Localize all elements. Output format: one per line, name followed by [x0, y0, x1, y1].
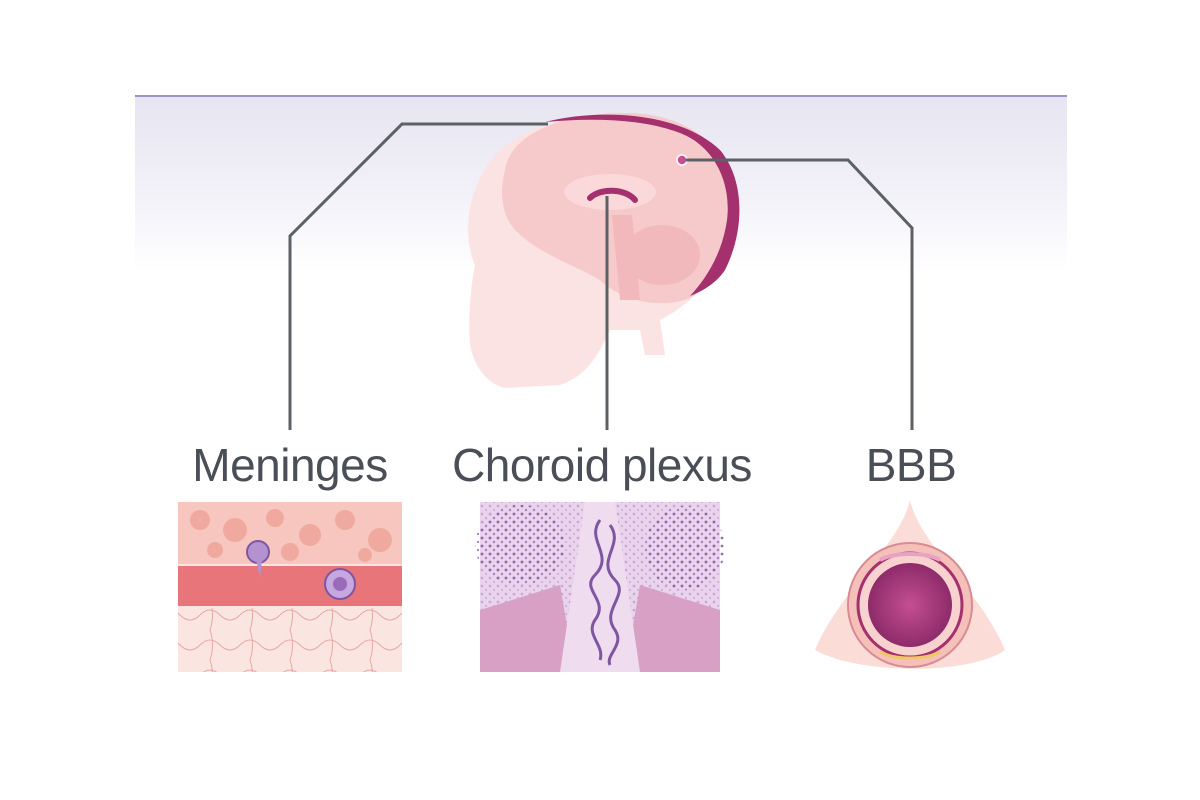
bbb-connector: [686, 158, 914, 430]
meninges-label: Meninges: [192, 439, 388, 491]
meninges-illustration: [178, 502, 402, 672]
immune-cell-1: [246, 540, 270, 564]
choroid-plexus-label: Choroid plexus: [452, 439, 752, 491]
choroid-plexus-illustration: [475, 502, 725, 672]
meninges-connector: [288, 122, 548, 430]
vessel-lumen: [868, 563, 952, 647]
bbb-marker: [676, 154, 688, 166]
ventricle: [587, 187, 638, 203]
choroid-villi: [589, 519, 621, 666]
head-illustration: [468, 112, 740, 388]
bbb-illustration: [815, 500, 1005, 669]
cerebellum: [624, 225, 700, 285]
bbb-label: BBB: [865, 439, 957, 491]
connector-lines: [288, 122, 914, 430]
brainstem: [612, 215, 640, 300]
